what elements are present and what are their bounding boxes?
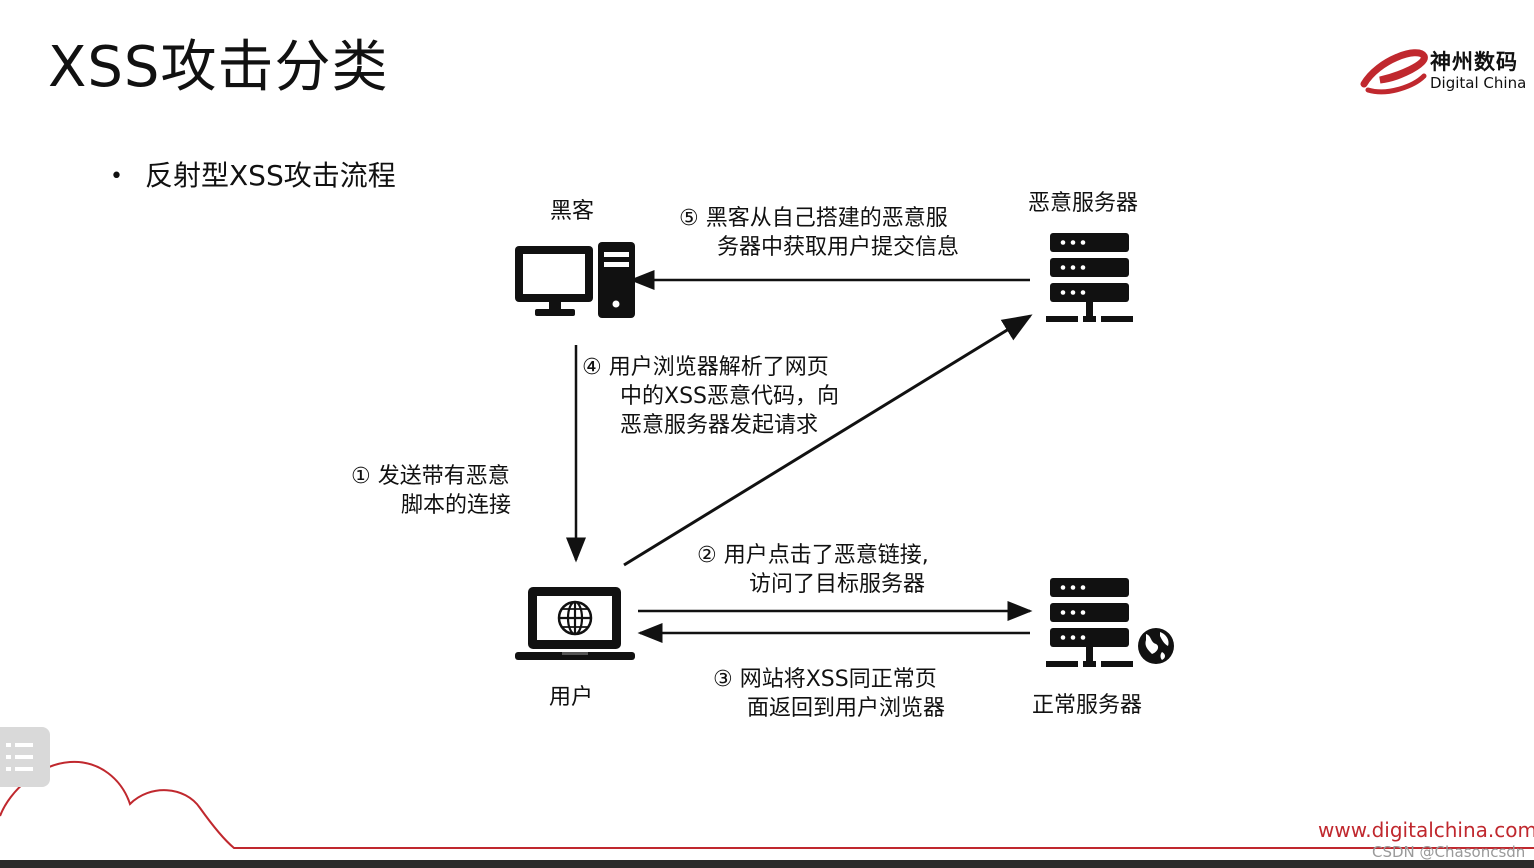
node-label-malicious-server: 恶意服务器 xyxy=(1028,191,1139,216)
step2-line2: 访问了目标服务器 xyxy=(749,572,926,597)
digital-china-logo xyxy=(1360,49,1428,95)
step4-note: ④ 用户浏览器解析了网页 中的XSS恶意代码，向 恶意服务器发起请求 xyxy=(582,353,839,440)
step5-number: ⑤ xyxy=(679,206,699,231)
decorative-cloud xyxy=(0,760,1534,849)
logo-text-cn: 神州数码 xyxy=(1430,50,1518,74)
step4-line3: 恶意服务器发起请求 xyxy=(620,413,819,438)
step5-note: ⑤ 黑客从自己搭建的恶意服 务器中获取用户提交信息 xyxy=(679,204,959,262)
step1-number: ① xyxy=(351,464,371,489)
bullet-text: 反射型XSS攻击流程 xyxy=(144,159,396,192)
step4-number: ④ xyxy=(582,355,602,380)
step2-line1: 用户点击了恶意链接, xyxy=(723,543,929,568)
node-label-hacker: 黑客 xyxy=(550,199,595,224)
step4-line1: 用户浏览器解析了网页 xyxy=(608,355,829,380)
node-label-user: 用户 xyxy=(549,685,594,710)
step2-number: ② xyxy=(697,543,717,568)
menu-button[interactable] xyxy=(0,727,50,787)
server-icon xyxy=(1046,233,1133,322)
menu-icon xyxy=(6,743,33,771)
bullet-item: • 反射型XSS攻击流程 xyxy=(110,158,396,195)
step3-note: ③ 网站将XSS同正常页 面返回到用户浏览器 xyxy=(713,665,945,723)
slide-title: XSS攻击分类 xyxy=(48,35,389,100)
node-label-normal-server: 正常服务器 xyxy=(1032,693,1143,718)
web-server-globe-icon xyxy=(1046,578,1177,667)
step4-line2: 中的XSS恶意代码，向 xyxy=(620,384,840,409)
step3-line1: 网站将XSS同正常页 xyxy=(739,667,937,692)
step5-line2: 务器中获取用户提交信息 xyxy=(717,235,960,260)
step1-line2: 脚本的连接 xyxy=(401,493,512,518)
csdn-watermark: CSDN @Chasoncsdn xyxy=(1372,843,1526,861)
footer-url: www.digitalchina.com xyxy=(1318,818,1534,842)
arrow-step4 xyxy=(623,314,1033,567)
step1-line1: 发送带有恶意 xyxy=(377,464,510,489)
step3-line2: 面返回到用户浏览器 xyxy=(747,696,946,721)
bullet-dot: • xyxy=(110,164,123,189)
step5-line1: 黑客从自己搭建的恶意服 xyxy=(705,206,948,231)
step2-note: ② 用户点击了恶意链接, 访问了目标服务器 xyxy=(697,541,929,599)
step1-note: ① 发送带有恶意 脚本的连接 xyxy=(351,462,511,520)
logo-text-en: Digital China xyxy=(1430,74,1527,92)
desktop-computer-icon xyxy=(515,242,635,318)
step3-number: ③ xyxy=(713,667,733,692)
bottom-bar xyxy=(0,860,1534,868)
laptop-globe-icon xyxy=(515,587,635,660)
